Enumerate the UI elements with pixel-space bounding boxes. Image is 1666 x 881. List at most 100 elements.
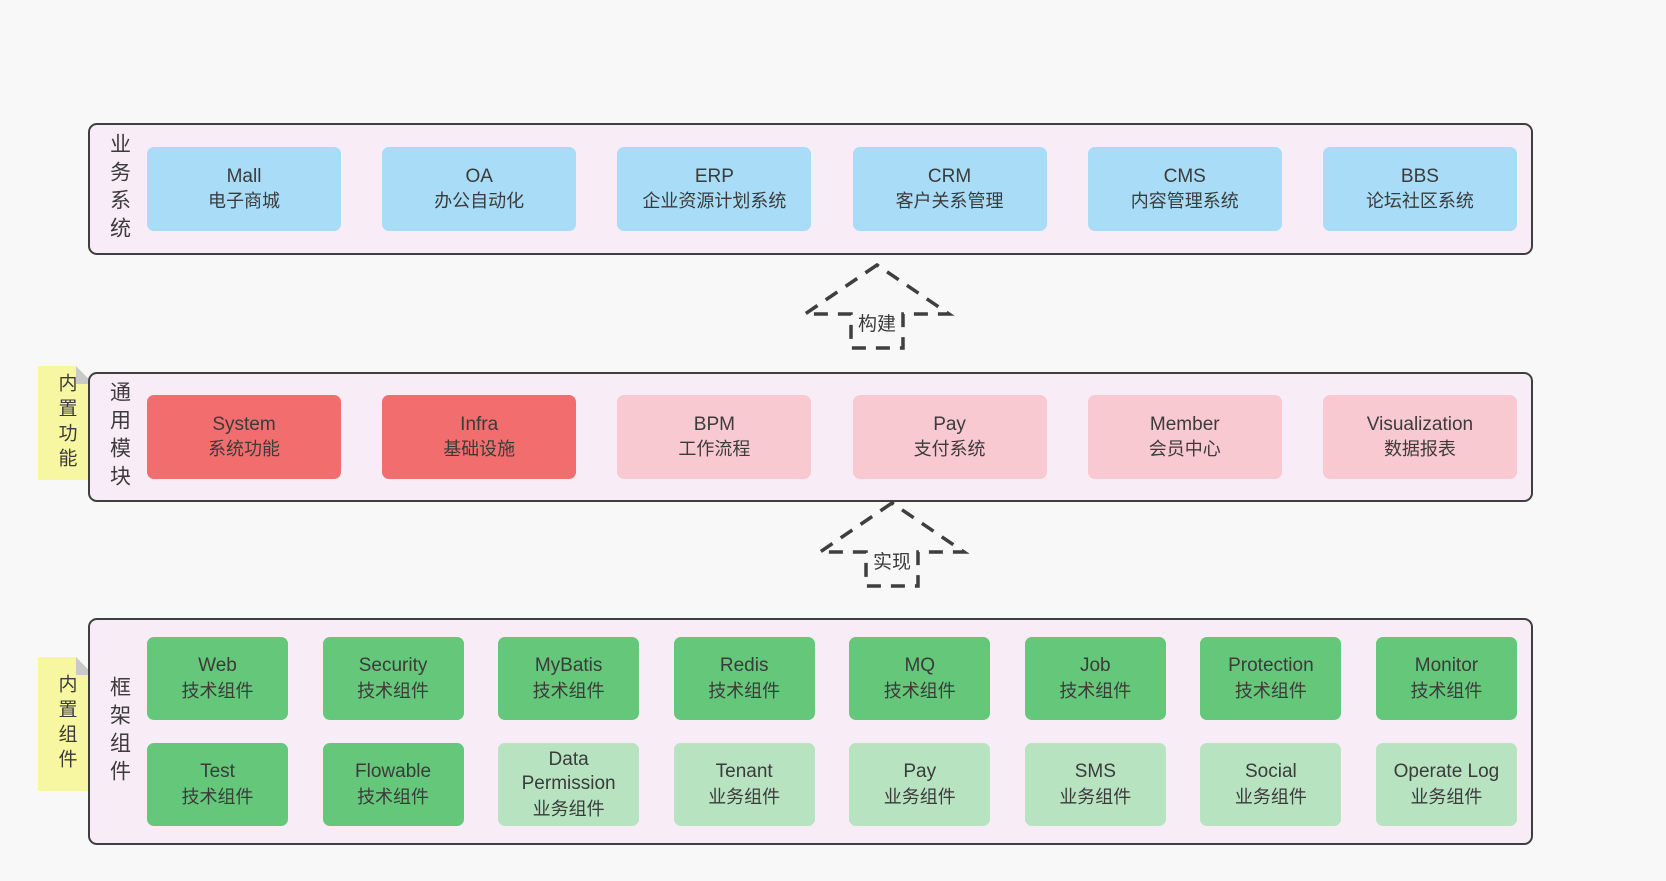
box-name: Pay [933, 413, 966, 435]
box-social: Social 业务组件 [1200, 743, 1342, 826]
box-desc: 技术组件 [708, 680, 781, 701]
box-name: Redis [719, 655, 769, 676]
box-name: Operate Log [1393, 761, 1500, 782]
box-job: Job 技术组件 [1024, 637, 1166, 720]
box-mall: Mall 电子商城 [147, 147, 341, 231]
box-desc: 技术组件 [357, 786, 430, 807]
box-name: Visualization [1366, 413, 1474, 435]
box-desc: 业务组件 [1059, 786, 1132, 807]
box-desc: 支付系统 [913, 439, 986, 460]
box-desc: 电子商城 [208, 191, 280, 212]
box-visualization: Visualization 数据报表 [1322, 395, 1517, 479]
box-name: Mall [226, 165, 262, 187]
box-desc: 技术组件 [357, 680, 430, 701]
box-member: Member 会员中心 [1087, 395, 1282, 479]
box-name: CMS [1163, 165, 1206, 187]
box-desc: 企业资源计划系统 [642, 191, 787, 212]
sticky-note-built-in-components: 内置组件 [38, 657, 94, 791]
box-pay: Pay 业务组件 [849, 743, 991, 826]
box-name: Infra [460, 413, 499, 435]
box-desc: 基础设施 [443, 439, 516, 460]
layer-label-framework-components: 框架组件 [107, 675, 131, 788]
box-name: Pay [903, 761, 937, 782]
box-name: MyBatis [534, 655, 603, 676]
box-desc: 会员中心 [1148, 439, 1221, 460]
box-pay: Pay 支付系统 [852, 395, 1047, 479]
box-desc: 业务组件 [708, 786, 781, 807]
box-desc: 数据报表 [1383, 439, 1456, 460]
box-test: Test 技术组件 [147, 743, 288, 826]
box-name: Job [1079, 655, 1111, 676]
box-redis: Redis 技术组件 [673, 637, 815, 720]
box-desc: 技术组件 [532, 680, 605, 701]
box-name: Test [200, 761, 235, 782]
box-crm: CRM 客户关系管理 [852, 147, 1047, 231]
box-name: Tenant [715, 761, 773, 782]
box-desc: 业务组件 [883, 786, 956, 807]
implement-arrow-label: 实现 [873, 551, 911, 573]
box-name: System [212, 413, 276, 435]
box-name: CRM [927, 165, 972, 187]
box-name: SMS [1074, 761, 1116, 782]
box-desc: 业务组件 [1410, 786, 1483, 807]
box-desc: 论坛社区系统 [1365, 191, 1474, 212]
box-bpm: BPM 工作流程 [617, 395, 812, 479]
box-infra: Infra 基础设施 [382, 395, 577, 479]
build-arrow-icon: 构建 [799, 262, 955, 350]
box-name: BPM [693, 413, 735, 435]
box-desc: 业务组件 [532, 799, 605, 820]
box-name: Flowable [355, 761, 432, 782]
box-desc: 业务组件 [1234, 786, 1307, 807]
box-mybatis: MyBatis 技术组件 [498, 637, 640, 720]
implement-arrow-icon: 实现 [814, 500, 970, 588]
box-tenant: Tenant 业务组件 [673, 743, 815, 826]
box-desc: 技术组件 [181, 786, 254, 807]
box-desc: 技术组件 [1234, 680, 1307, 701]
box-web: Web 技术组件 [147, 637, 288, 720]
box-name: Social [1245, 761, 1297, 782]
box-desc: 客户关系管理 [895, 191, 1004, 212]
box-security: Security 技术组件 [322, 637, 464, 720]
box-name: Protection [1228, 655, 1314, 676]
box-operate-log: Operate Log 业务组件 [1375, 743, 1517, 826]
box-protection: Protection 技术组件 [1200, 637, 1342, 720]
box-name: OA [465, 165, 493, 187]
dashed-up-arrow-shape [799, 262, 955, 350]
box-name: MQ [904, 655, 936, 676]
box-desc: 办公自动化 [434, 191, 525, 212]
box-data-permission: Data Permission 业务组件 [498, 743, 640, 826]
box-desc: 技术组件 [1059, 680, 1132, 701]
sticky-note-built-in-functions-label: 内置功能 [55, 373, 77, 473]
layer-label-business-systems: 业务系统 [107, 133, 131, 245]
box-name: Web [198, 655, 237, 676]
box-name: Security [358, 655, 428, 676]
box-flowable: Flowable 技术组件 [322, 743, 464, 826]
box-desc: 工作流程 [678, 439, 751, 460]
box-name: Monitor [1414, 655, 1479, 676]
sticky-note-built-in-functions: 内置功能 [38, 366, 94, 480]
box-oa: OA 办公自动化 [382, 147, 577, 231]
box-desc: 技术组件 [883, 680, 956, 701]
build-arrow-label: 构建 [858, 313, 896, 335]
box-name: Data Permission [521, 748, 616, 795]
dashed-up-arrow-shape [814, 500, 970, 588]
box-sms: SMS 业务组件 [1024, 743, 1166, 826]
box-name: Member [1149, 413, 1220, 435]
layer-label-common-modules: 通用模块 [107, 381, 131, 493]
box-desc: 技术组件 [181, 680, 254, 701]
box-mq: MQ 技术组件 [849, 637, 991, 720]
